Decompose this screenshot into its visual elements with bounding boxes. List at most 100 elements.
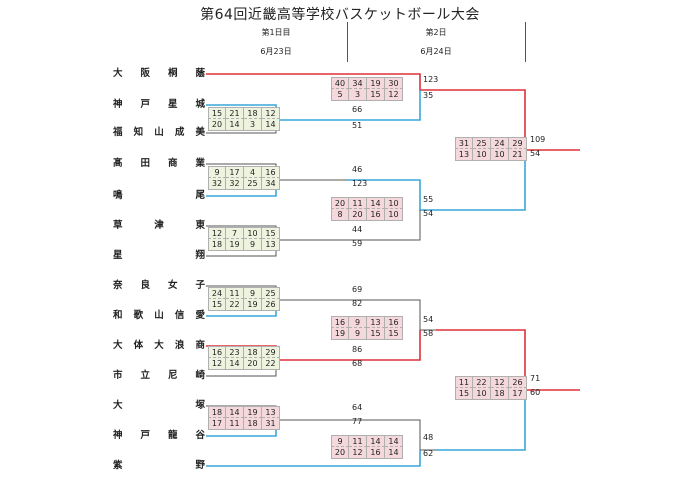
- quarter-score: 10: [473, 388, 491, 400]
- quarter-score: 19: [331, 328, 349, 340]
- team-name: 大塚: [113, 400, 205, 412]
- quarter-score: 20: [331, 197, 349, 209]
- total-score: 44: [352, 225, 363, 234]
- total-score: 82: [352, 299, 363, 308]
- quarter-score: 14: [367, 197, 385, 209]
- quarter-score: 9: [244, 287, 262, 299]
- team-name-char: 商: [195, 340, 205, 351]
- quarter-score: 14: [226, 358, 244, 370]
- team-name-char: 津: [154, 220, 164, 231]
- quarter-score: 32: [208, 178, 226, 190]
- quarter-score: 22: [262, 358, 280, 370]
- team-name-char: 愛: [195, 310, 205, 321]
- quarter-score: 15: [455, 388, 473, 400]
- quarter-score: 16: [208, 346, 226, 358]
- team-name: 大阪桐蔭: [113, 68, 205, 80]
- team-name: 神戸龍谷: [113, 430, 205, 442]
- day2-label: 第2日: [425, 28, 447, 37]
- team-name-char: 良: [140, 280, 150, 291]
- quarter-score: 18: [208, 239, 226, 251]
- team-name-char: 龍: [167, 430, 178, 441]
- team-name: 福知山成美: [113, 127, 205, 139]
- team-name: 髙田商業: [113, 158, 205, 170]
- quarter-score: 14: [226, 119, 244, 131]
- quarter-score: 18: [244, 418, 262, 430]
- quarter-score: 15: [367, 328, 385, 340]
- quarter-score: 14: [262, 119, 280, 131]
- quarter-score: 40: [331, 77, 349, 89]
- quarter-score: 34: [349, 77, 367, 89]
- team-name-char: 信: [174, 310, 185, 321]
- quarter-score: 12: [208, 227, 226, 239]
- team-name-char: 草: [113, 220, 123, 231]
- total-score: 59: [352, 239, 363, 248]
- quarter-score: 12: [208, 358, 226, 370]
- bracket-line: [347, 419, 436, 451]
- team-name-char: 尾: [195, 190, 205, 201]
- team-name: 鳴尾: [113, 190, 205, 202]
- total-score: 64: [352, 403, 363, 412]
- quarter-score: 26: [509, 376, 527, 388]
- quarter-score: 16: [331, 316, 349, 328]
- team-name-char: 奈: [113, 280, 123, 291]
- quarter-score: 12: [349, 447, 367, 459]
- team-name-char: 戸: [140, 430, 150, 441]
- team-name-char: 崎: [195, 370, 205, 381]
- team-name-char: 神: [113, 430, 123, 441]
- team-name-char: 尼: [167, 370, 178, 381]
- bracket-line: [347, 73, 436, 91]
- quarter-score: 4: [244, 166, 262, 178]
- team-name: 紫野: [113, 460, 205, 472]
- team-name: 神戸星城: [113, 99, 205, 111]
- quarter-score: 11: [226, 418, 244, 430]
- team-name-char: 大: [113, 400, 123, 411]
- team-name-char: 髙: [113, 158, 123, 169]
- team-name-char: 野: [195, 460, 205, 471]
- quarter-score: 3: [349, 89, 367, 101]
- team-name-char: 知: [133, 127, 144, 138]
- quarter-score: 18: [208, 406, 226, 418]
- quarter-score: 15: [367, 89, 385, 101]
- total-score: 46: [352, 165, 363, 174]
- total-score: 35: [423, 91, 434, 100]
- team-name-char: 体: [133, 340, 144, 351]
- total-score: 54: [423, 209, 434, 218]
- bracket-line: [436, 150, 526, 211]
- quarter-score: 20: [349, 209, 367, 221]
- quarter-score: 10: [385, 209, 403, 221]
- page-title: 第64回近畿高等学校バスケットボール大会: [200, 7, 480, 23]
- team-name-char: 大: [154, 340, 164, 351]
- quarter-score: 11: [349, 435, 367, 447]
- bracket-line: [436, 390, 526, 451]
- quarter-score: 18: [244, 346, 262, 358]
- quarter-score: 14: [367, 435, 385, 447]
- team-name-char: 市: [113, 370, 123, 381]
- team-name-char: 紫: [113, 460, 123, 471]
- total-score: 69: [352, 285, 363, 294]
- quarter-score: 19: [367, 77, 385, 89]
- total-score: 109: [530, 135, 546, 144]
- total-score: 66: [352, 105, 363, 114]
- quarter-score: 10: [491, 149, 509, 161]
- quarter-score: 32: [226, 178, 244, 190]
- team-name-char: 城: [195, 99, 205, 110]
- team-name-char: 戸: [140, 99, 150, 110]
- quarter-score: 14: [385, 447, 403, 459]
- quarter-score: 5: [331, 89, 349, 101]
- day1-date: 6月23日: [260, 47, 292, 56]
- quarter-score: 31: [455, 137, 473, 149]
- quarter-score: 19: [226, 239, 244, 251]
- team-name-char: 谷: [195, 430, 205, 441]
- quarter-score: 16: [262, 166, 280, 178]
- total-score: 55: [423, 195, 434, 204]
- team-name-char: 福: [113, 127, 123, 138]
- team-name-char: 女: [167, 280, 178, 291]
- quarter-score: 21: [226, 107, 244, 119]
- quarter-score: 20: [244, 358, 262, 370]
